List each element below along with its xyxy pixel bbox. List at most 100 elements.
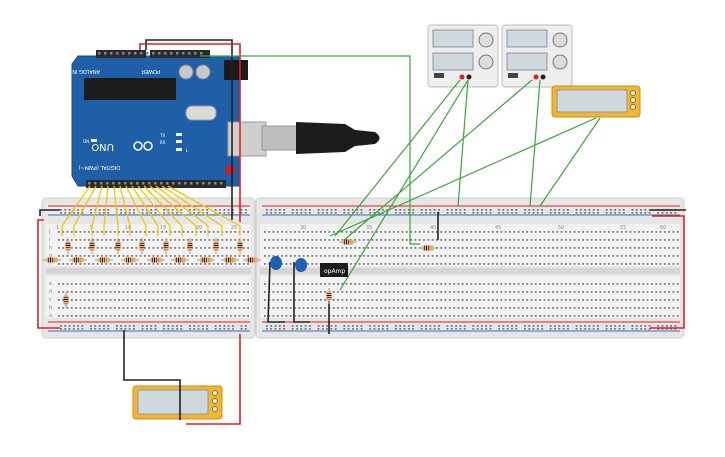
breadboard-hole[interactable] (105, 255, 108, 257)
breadboard-hole[interactable] (332, 291, 335, 293)
breadboard-hole[interactable] (118, 291, 120, 293)
breadboard-hole[interactable] (113, 307, 116, 309)
breadboard-hole[interactable] (68, 209, 71, 211)
header-pin[interactable] (182, 52, 185, 55)
breadboard-hole[interactable] (547, 307, 550, 309)
breadboard-hole[interactable] (461, 307, 464, 309)
breadboard-hole[interactable] (446, 209, 449, 211)
header-pin[interactable] (142, 182, 145, 185)
breadboard-hole[interactable] (283, 212, 285, 214)
breadboard-hole[interactable] (509, 283, 511, 285)
breadboard-hole[interactable] (618, 209, 621, 211)
breadboard-hole[interactable] (672, 247, 675, 249)
breadboard-hole[interactable] (530, 299, 533, 301)
breadboard-hole[interactable] (270, 325, 273, 327)
breadboard-hole[interactable] (371, 291, 374, 293)
breadboard-hole[interactable] (651, 239, 653, 241)
breadboard-hole[interactable] (476, 209, 479, 211)
breadboard-hole[interactable] (195, 283, 198, 285)
breadboard-hole[interactable] (513, 231, 516, 233)
breadboard-hole[interactable] (208, 263, 211, 265)
breadboard-hole[interactable] (247, 263, 249, 265)
breadboard-hole[interactable] (225, 291, 228, 293)
breadboard-hole[interactable] (414, 283, 417, 285)
breadboard-hole[interactable] (631, 328, 634, 330)
breadboard-hole[interactable] (418, 291, 421, 293)
breadboard-hole[interactable] (126, 299, 129, 301)
breadboard-hole[interactable] (530, 283, 533, 285)
breadboard-hole[interactable] (547, 315, 550, 317)
breadboard-hole[interactable] (264, 291, 266, 293)
breadboard-hole[interactable] (457, 231, 460, 233)
breadboard-hole[interactable] (189, 209, 191, 211)
wires-red[interactable] (37, 43, 685, 425)
breadboard-hole[interactable] (491, 247, 494, 249)
breadboard-hole[interactable] (590, 239, 593, 241)
breadboard-hole[interactable] (212, 283, 215, 285)
breadboard-hole[interactable] (144, 283, 146, 285)
breadboard-hole[interactable] (266, 209, 268, 211)
breadboard-hole[interactable] (599, 283, 602, 285)
breadboard-hole[interactable] (77, 325, 79, 327)
breadboard-hole[interactable] (418, 263, 421, 265)
breadboard-hole[interactable] (373, 209, 376, 211)
breadboard-hole[interactable] (94, 328, 97, 330)
breadboard-hole[interactable] (70, 315, 73, 317)
breadboard-hole[interactable] (195, 263, 198, 265)
breadboard-hole[interactable] (234, 291, 237, 293)
breadboard-hole[interactable] (311, 247, 314, 249)
breadboard-hole[interactable] (668, 283, 670, 285)
breadboard-hole[interactable] (66, 291, 69, 293)
breadboard-hole[interactable] (161, 315, 163, 317)
breadboard-hole[interactable] (167, 328, 170, 330)
header-pin[interactable] (146, 52, 149, 55)
breadboard-hole[interactable] (631, 209, 634, 211)
breadboard-hole[interactable] (319, 307, 322, 309)
breadboard-hole[interactable] (599, 247, 602, 249)
breadboard-hole[interactable] (219, 328, 221, 330)
breadboard-hole[interactable] (569, 231, 572, 233)
breadboard-hole[interactable] (397, 315, 400, 317)
breadboard-hole[interactable] (126, 315, 129, 317)
breadboard-hole[interactable] (470, 299, 473, 301)
breadboard-hole[interactable] (393, 307, 395, 309)
resistor[interactable] (121, 257, 139, 263)
breadboard-hole[interactable] (453, 239, 455, 241)
breadboard-hole[interactable] (88, 291, 90, 293)
breadboard-hole[interactable] (354, 247, 357, 249)
breadboard-hole[interactable] (582, 247, 584, 249)
breadboard-hole[interactable] (131, 299, 133, 301)
breadboard-hole[interactable] (264, 255, 266, 257)
breadboard-hole[interactable] (221, 263, 224, 265)
header-pin[interactable] (208, 182, 211, 185)
breadboard-hole[interactable] (530, 247, 533, 249)
breadboard-hole[interactable] (431, 263, 434, 265)
breadboard-hole[interactable] (530, 255, 533, 257)
breadboard-hole[interactable] (483, 247, 486, 249)
breadboard-hole[interactable] (554, 328, 556, 330)
breadboard-hole[interactable] (579, 212, 582, 214)
breadboard-hole[interactable] (459, 212, 462, 214)
breadboard-hole[interactable] (638, 263, 640, 265)
breadboard-hole[interactable] (373, 328, 376, 330)
breadboard-hole[interactable] (513, 239, 516, 241)
breadboard-hole[interactable] (107, 209, 110, 211)
breadboard-hole[interactable] (481, 328, 483, 330)
breadboard-hole[interactable] (208, 307, 211, 309)
header-pin[interactable] (134, 52, 137, 55)
breadboard-hole[interactable] (81, 328, 84, 330)
breadboard-hole[interactable] (285, 291, 288, 293)
breadboard-hole[interactable] (101, 255, 103, 257)
breadboard-hole[interactable] (113, 231, 116, 233)
breadboard-hole[interactable] (569, 247, 572, 249)
breadboard-hole[interactable] (663, 231, 666, 233)
breadboard-hole[interactable] (659, 283, 662, 285)
breadboard-hole[interactable] (122, 291, 125, 293)
breadboard-hole[interactable] (285, 307, 288, 309)
breadboard-hole[interactable] (567, 328, 569, 330)
breadboard-hole[interactable] (139, 307, 142, 309)
breadboard-hole[interactable] (148, 299, 151, 301)
breadboard-hole[interactable] (341, 283, 344, 285)
breadboard-hole[interactable] (195, 239, 198, 241)
breadboard-hole[interactable] (405, 315, 408, 317)
